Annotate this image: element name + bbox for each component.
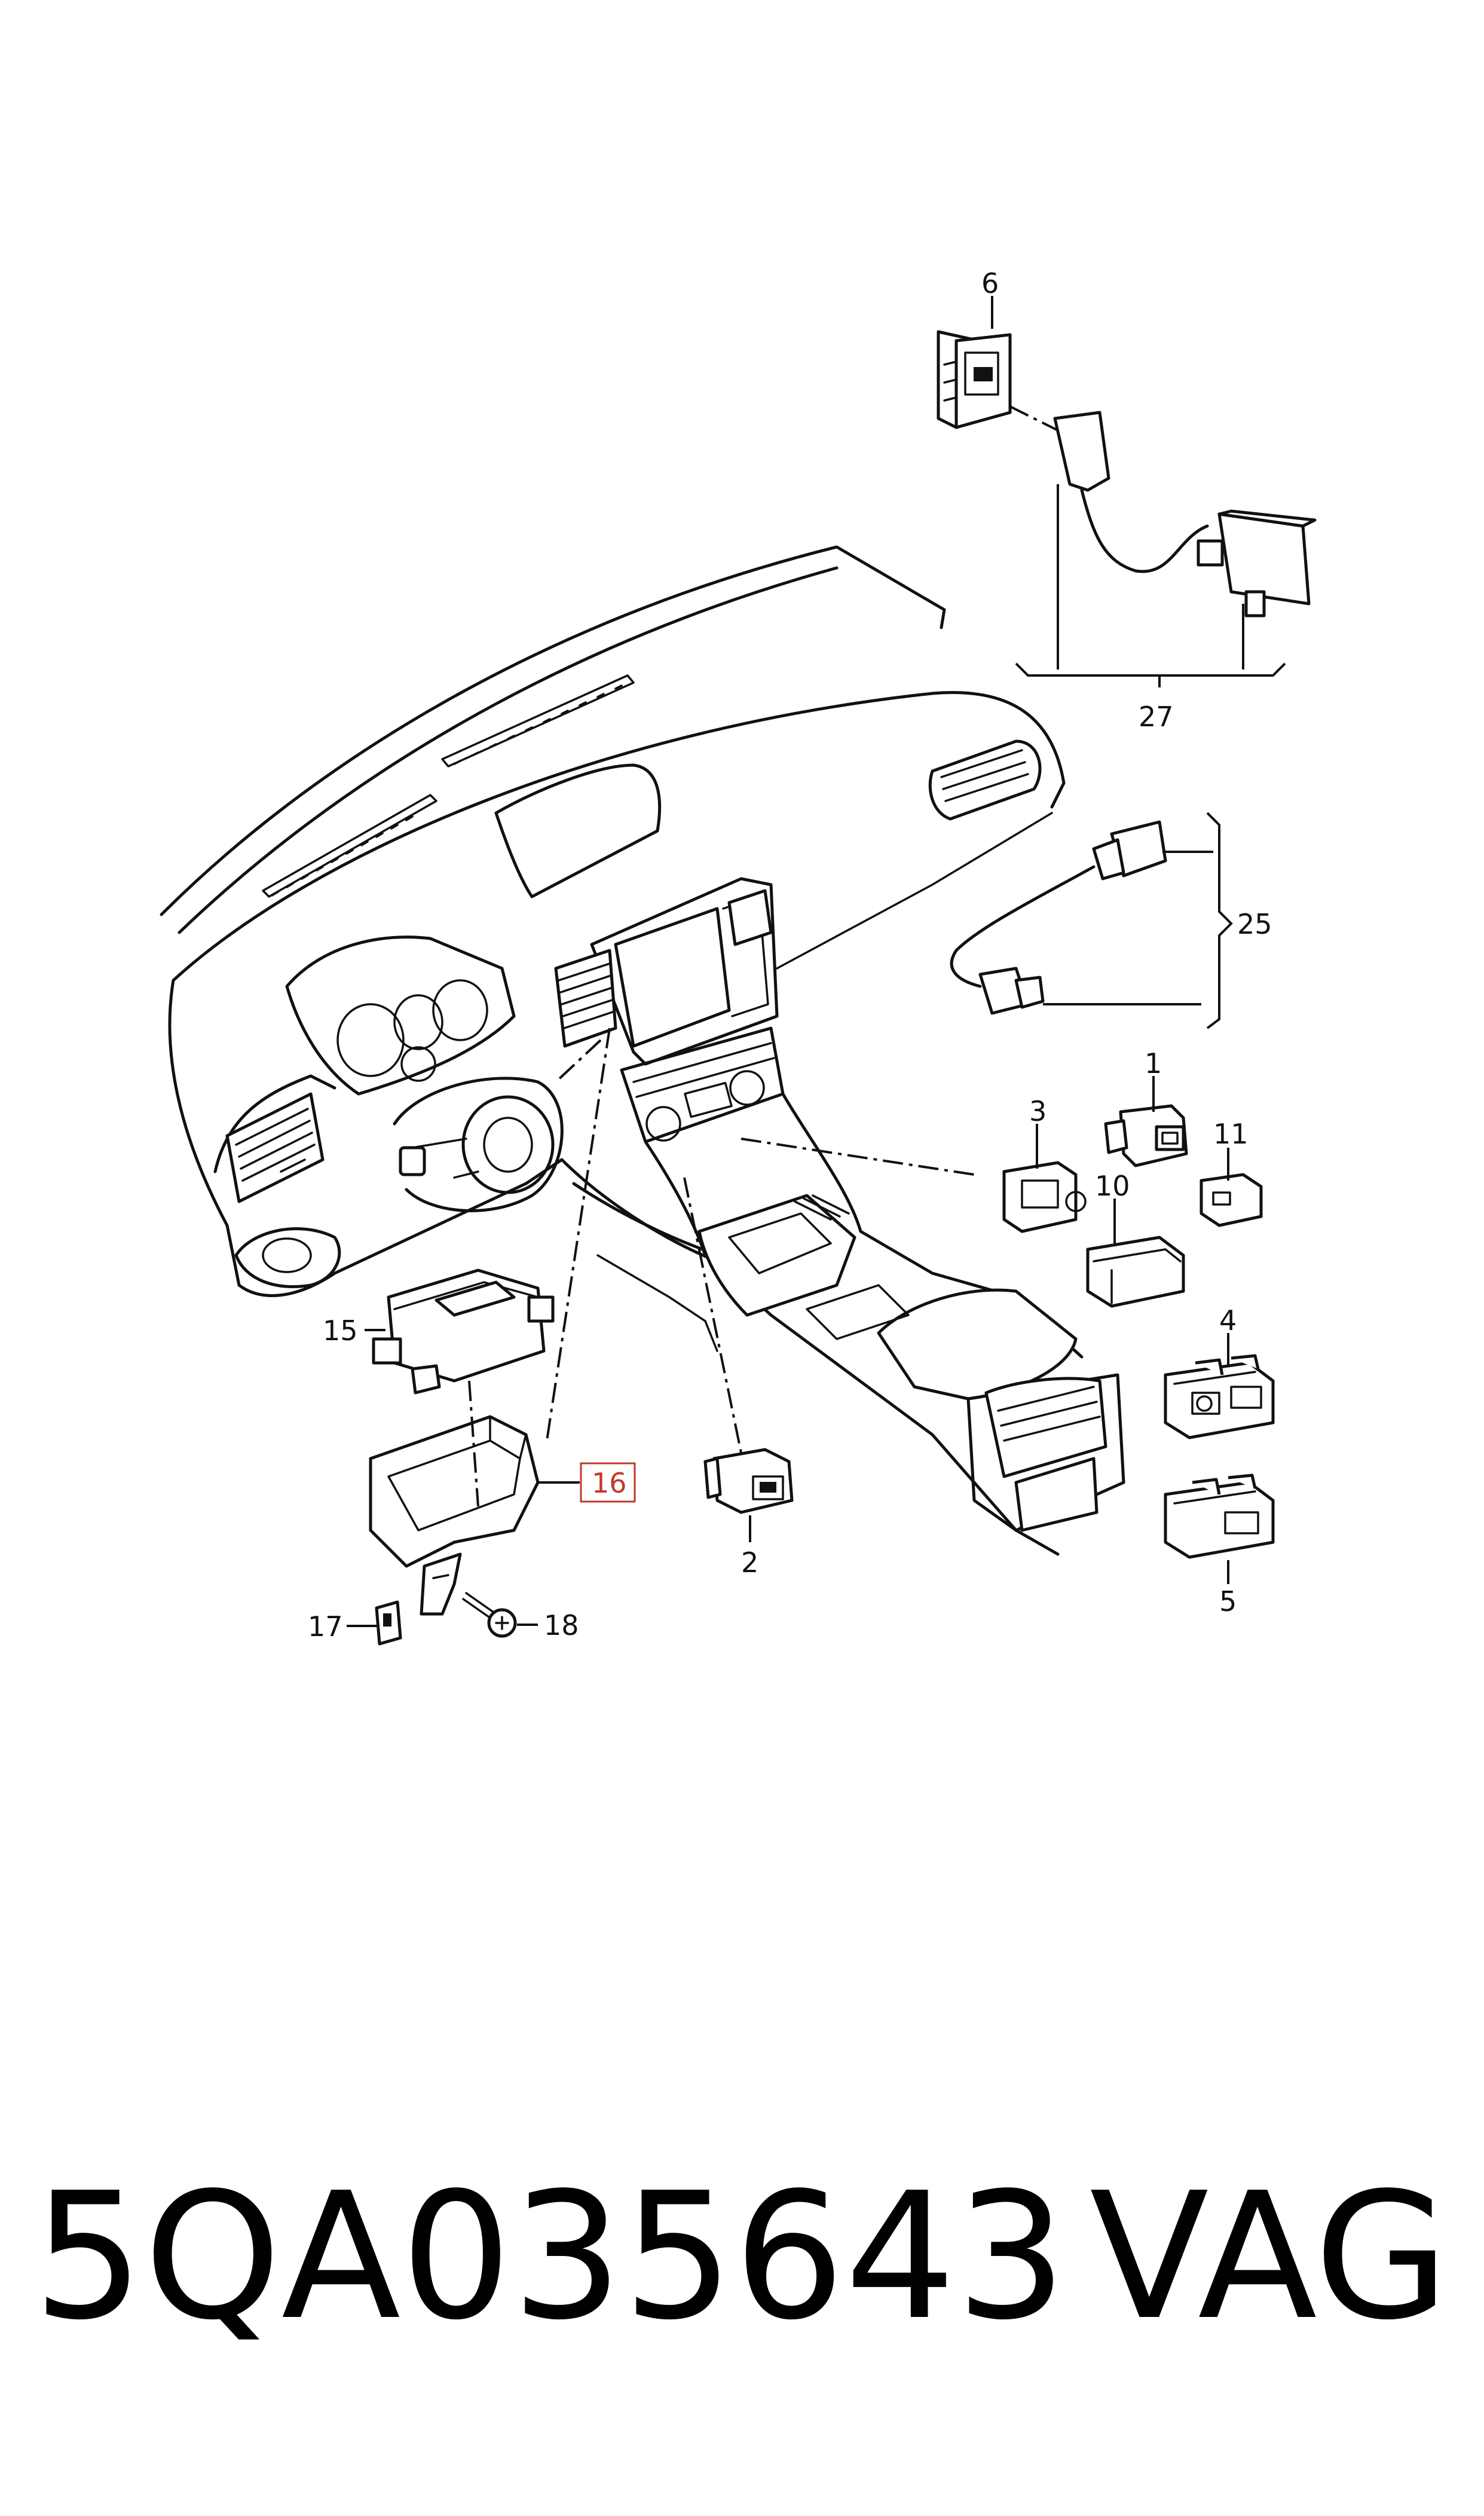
callout-27: 27: [1139, 701, 1174, 733]
callout-16: 16: [592, 1467, 627, 1499]
callout-11: 11: [1213, 1118, 1249, 1150]
part-18-screw: [462, 1592, 517, 1638]
dashboard-outline: [160, 545, 1066, 1297]
bracket-27: [1015, 484, 1286, 687]
bracket-25: [1043, 812, 1233, 1029]
part-11-blank-cap: [1200, 1173, 1263, 1227]
part-27-cable: [1053, 411, 1317, 617]
leader-6-to-27: [1009, 405, 1058, 432]
footer: 5QA035643 VAG: [33, 2149, 1455, 2364]
part-17-clip: [375, 1600, 402, 1646]
callout-4: 4: [1219, 1304, 1237, 1337]
callout-16-box: [580, 1462, 636, 1503]
part-16-bracket: [369, 1415, 540, 1616]
part-25-antenna-cable: [950, 820, 1167, 1015]
callout-5: 5: [1219, 1585, 1237, 1618]
callout-1: 1: [1145, 1047, 1162, 1080]
callout-2: 2: [741, 1546, 758, 1579]
part-10-cover: [1086, 1236, 1185, 1308]
steering-wheel: [393, 1077, 564, 1212]
callout-3: 3: [1029, 1095, 1047, 1127]
defrost-vents: [262, 674, 635, 898]
callout-18: 18: [544, 1609, 579, 1641]
callout-6: 6: [981, 267, 999, 299]
part-3-socket: [1002, 1161, 1087, 1233]
center-console: [596, 1092, 1125, 1556]
part-2-socket: [703, 1448, 794, 1514]
center-stack: [554, 739, 1053, 1144]
dash-leaders: [468, 1028, 975, 1507]
callout-10: 10: [1095, 1170, 1130, 1202]
left-air-vent: [225, 1092, 325, 1203]
part-6-usb-socket: [937, 330, 1012, 429]
part-4-double-socket: [1164, 1354, 1275, 1439]
callout-17: 17: [308, 1610, 343, 1643]
callout-15: 15: [323, 1314, 358, 1347]
part-5-double-socket: [1164, 1473, 1275, 1559]
brand-name: VAG: [1090, 2155, 1449, 2358]
callout-leaders: [347, 296, 1229, 1627]
part-1-socket: [1104, 1104, 1188, 1167]
part-15-module: [372, 1268, 555, 1395]
part-number: 5QA035643: [33, 2155, 1067, 2358]
callout-25: 25: [1237, 908, 1272, 940]
instrument-cluster: [336, 979, 488, 1082]
